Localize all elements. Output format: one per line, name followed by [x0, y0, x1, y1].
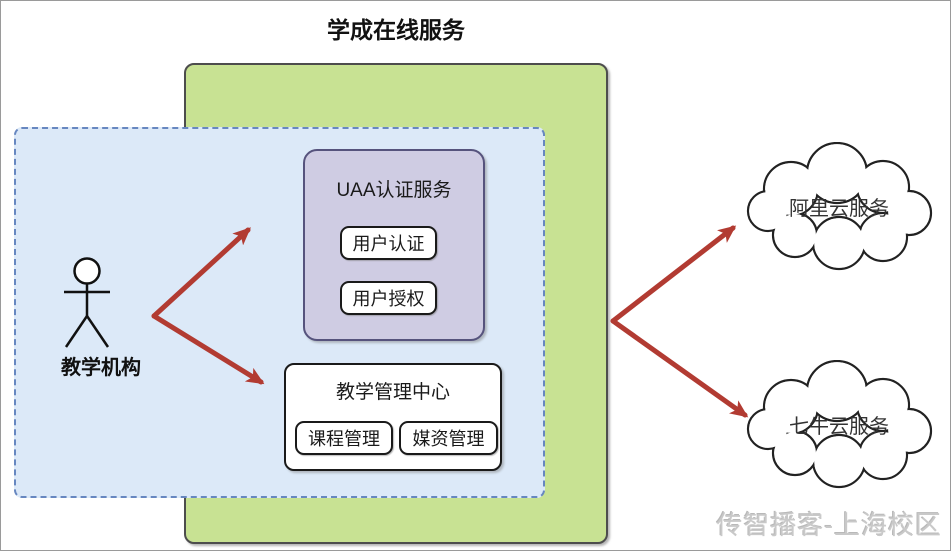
- diagram-title: 学成在线服务: [327, 17, 465, 43]
- qiniu-cloud-shape: 七牛云服务: [741, 360, 937, 490]
- teaching-management-center-title: 教学管理中心: [335, 382, 450, 403]
- uaa-auth-service-title: UAA认证服务: [336, 180, 452, 201]
- aliyun-cloud-label: 阿里云服务: [789, 198, 889, 220]
- actor-stick-figure-icon: [64, 257, 110, 348]
- aliyun-cloud-shape: 阿里云服务: [741, 142, 937, 272]
- arrow-service-to-aliyun: [610, 225, 737, 324]
- uaa-auth-service-box: UAA认证服务 用户认证 用户授权: [303, 149, 485, 341]
- media-asset-management-node: 媒资管理: [399, 421, 498, 455]
- user-authentication-node: 用户认证: [340, 226, 437, 260]
- watermark-text: 传智播客-上海校区: [716, 510, 942, 540]
- course-management-node: 课程管理: [295, 421, 393, 455]
- teaching-management-center-box: 教学管理中心 课程管理 媒资管理: [284, 363, 502, 471]
- actor-label: 教学机构: [61, 357, 141, 379]
- arrow-service-to-qiniu: [610, 318, 749, 418]
- qiniu-cloud-label: 七牛云服务: [789, 416, 889, 438]
- user-authorization-node: 用户授权: [340, 281, 437, 315]
